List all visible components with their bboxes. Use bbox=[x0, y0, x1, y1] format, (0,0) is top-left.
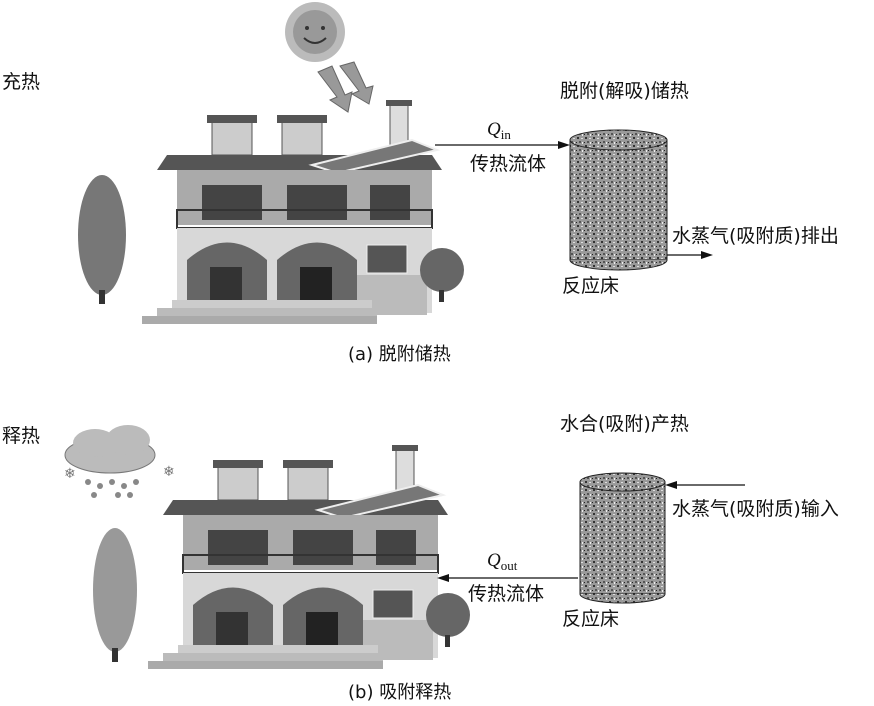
tree-icon bbox=[93, 528, 137, 662]
panel-a-desorption: 充热 Qin 传热流体 脱附(解吸)储热 水 bbox=[2, 2, 839, 365]
house-icon bbox=[147, 444, 471, 670]
charging-label: 充热 bbox=[2, 71, 40, 93]
svg-text:❄: ❄ bbox=[64, 466, 76, 482]
bed-title-a: 脱附(解吸)储热 bbox=[560, 80, 689, 102]
svg-text:❄: ❄ bbox=[163, 464, 175, 480]
caption-b: (b) 吸附释热 bbox=[348, 682, 451, 703]
reactor-bed-cylinder-a bbox=[569, 129, 668, 271]
discharging-label: 释热 bbox=[2, 425, 40, 447]
bed-label-b: 反应床 bbox=[562, 608, 619, 630]
house-icon bbox=[141, 99, 465, 325]
tree-icon bbox=[78, 175, 126, 304]
fluid-label-a: 传热流体 bbox=[470, 153, 546, 175]
vapor-in-label: 水蒸气(吸附质)输入 bbox=[672, 498, 839, 520]
panel-b-adsorption: 释热 ❄ ❄ Qout 传热流体 水合(吸附)产热 bbox=[2, 413, 839, 703]
bed-title-b: 水合(吸附)产热 bbox=[560, 413, 689, 435]
vapor-out-label: 水蒸气(吸附质)排出 bbox=[672, 225, 839, 247]
sun-icon bbox=[285, 2, 345, 62]
bed-label-a: 反应床 bbox=[562, 275, 619, 297]
caption-a: (a) 脱附储热 bbox=[348, 344, 451, 365]
sun-rays-arrows-icon bbox=[317, 61, 374, 113]
rain-cloud-icon: ❄ ❄ bbox=[64, 425, 175, 498]
heat-out-label: Qout bbox=[487, 550, 518, 573]
reactor-bed-cylinder-b bbox=[579, 472, 666, 604]
heat-in-label: Qin bbox=[487, 119, 511, 142]
fluid-label-b: 传热流体 bbox=[468, 583, 544, 605]
